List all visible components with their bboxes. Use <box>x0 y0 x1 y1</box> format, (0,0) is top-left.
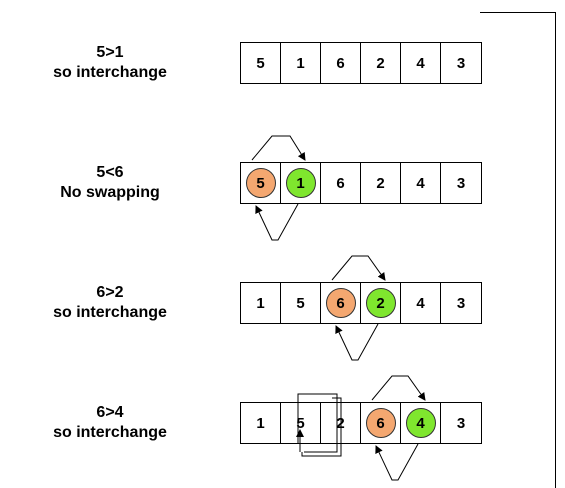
array-cell: 1 <box>241 403 281 443</box>
compare-left-circle: 6 <box>365 408 396 438</box>
array-cell: 5 <box>241 163 281 203</box>
row-1-condition: 5>1 <box>96 44 124 61</box>
compare-right-circle: 4 <box>405 408 436 438</box>
compare-arrow-top <box>251 135 306 161</box>
row-4-action: so interchange <box>53 424 167 441</box>
compare-arrow-bottom <box>255 203 299 241</box>
row-1-label: 5>1 so interchange <box>25 43 195 83</box>
array-cell: 2 <box>361 43 401 83</box>
array-cell: 2 <box>361 283 401 323</box>
row-2-condition: 5<6 <box>96 164 124 181</box>
compare-right-circle: 2 <box>365 288 396 318</box>
row-4-label: 6>4 so interchange <box>25 403 195 443</box>
array-cell: 5 <box>281 403 321 443</box>
compare-left-circle: 6 <box>325 288 356 318</box>
row-2-label: 5<6 No swapping <box>25 163 195 203</box>
array-cell: 4 <box>401 43 441 83</box>
swap-arrow-top <box>371 375 426 401</box>
array-row-2: 5 1 6 2 4 3 <box>240 162 482 204</box>
array-row-4: 1 5 2 6 4 3 <box>240 402 482 444</box>
array-cell: 6 <box>321 163 361 203</box>
row-3-action: so interchange <box>53 304 167 321</box>
array-row-1: 5 1 6 2 4 3 <box>240 42 482 84</box>
array-cell: 3 <box>456 174 466 192</box>
array-cell: 4 <box>401 283 441 323</box>
array-cell: 5 <box>281 283 321 323</box>
array-cell: 1 <box>281 43 321 83</box>
array-cell: 5 <box>241 43 281 83</box>
array-cell: 1 <box>241 283 281 323</box>
row-2-action: No swapping <box>60 184 160 201</box>
frame-right-border <box>555 12 556 488</box>
row-3-condition: 6>2 <box>96 284 124 301</box>
compare-left-circle: 5 <box>245 168 276 198</box>
array-cell: 6 <box>361 403 401 443</box>
row-3-label: 6>2 so interchange <box>25 283 195 323</box>
array-cell: 2 <box>321 403 361 443</box>
array-row-3: 1 5 6 2 4 3 <box>240 282 482 324</box>
swap-arrow-bottom <box>335 323 379 361</box>
array-cell: 4 <box>401 403 441 443</box>
array-cell: 6 <box>321 43 361 83</box>
array-cell: 3 <box>456 294 466 312</box>
array-cell: 3 <box>456 414 466 432</box>
swap-arrow-top <box>331 255 386 281</box>
array-cell: 1 <box>281 163 321 203</box>
swap-arrow-bottom <box>375 443 419 481</box>
compare-right-circle: 1 <box>285 168 316 198</box>
array-cell: 6 <box>321 283 361 323</box>
array-cell: 2 <box>361 163 401 203</box>
frame-top-border <box>480 12 555 13</box>
row-4-condition: 6>4 <box>96 404 124 421</box>
row-1-action: so interchange <box>53 64 167 81</box>
array-cell: 3 <box>456 54 466 72</box>
array-cell: 4 <box>401 163 441 203</box>
